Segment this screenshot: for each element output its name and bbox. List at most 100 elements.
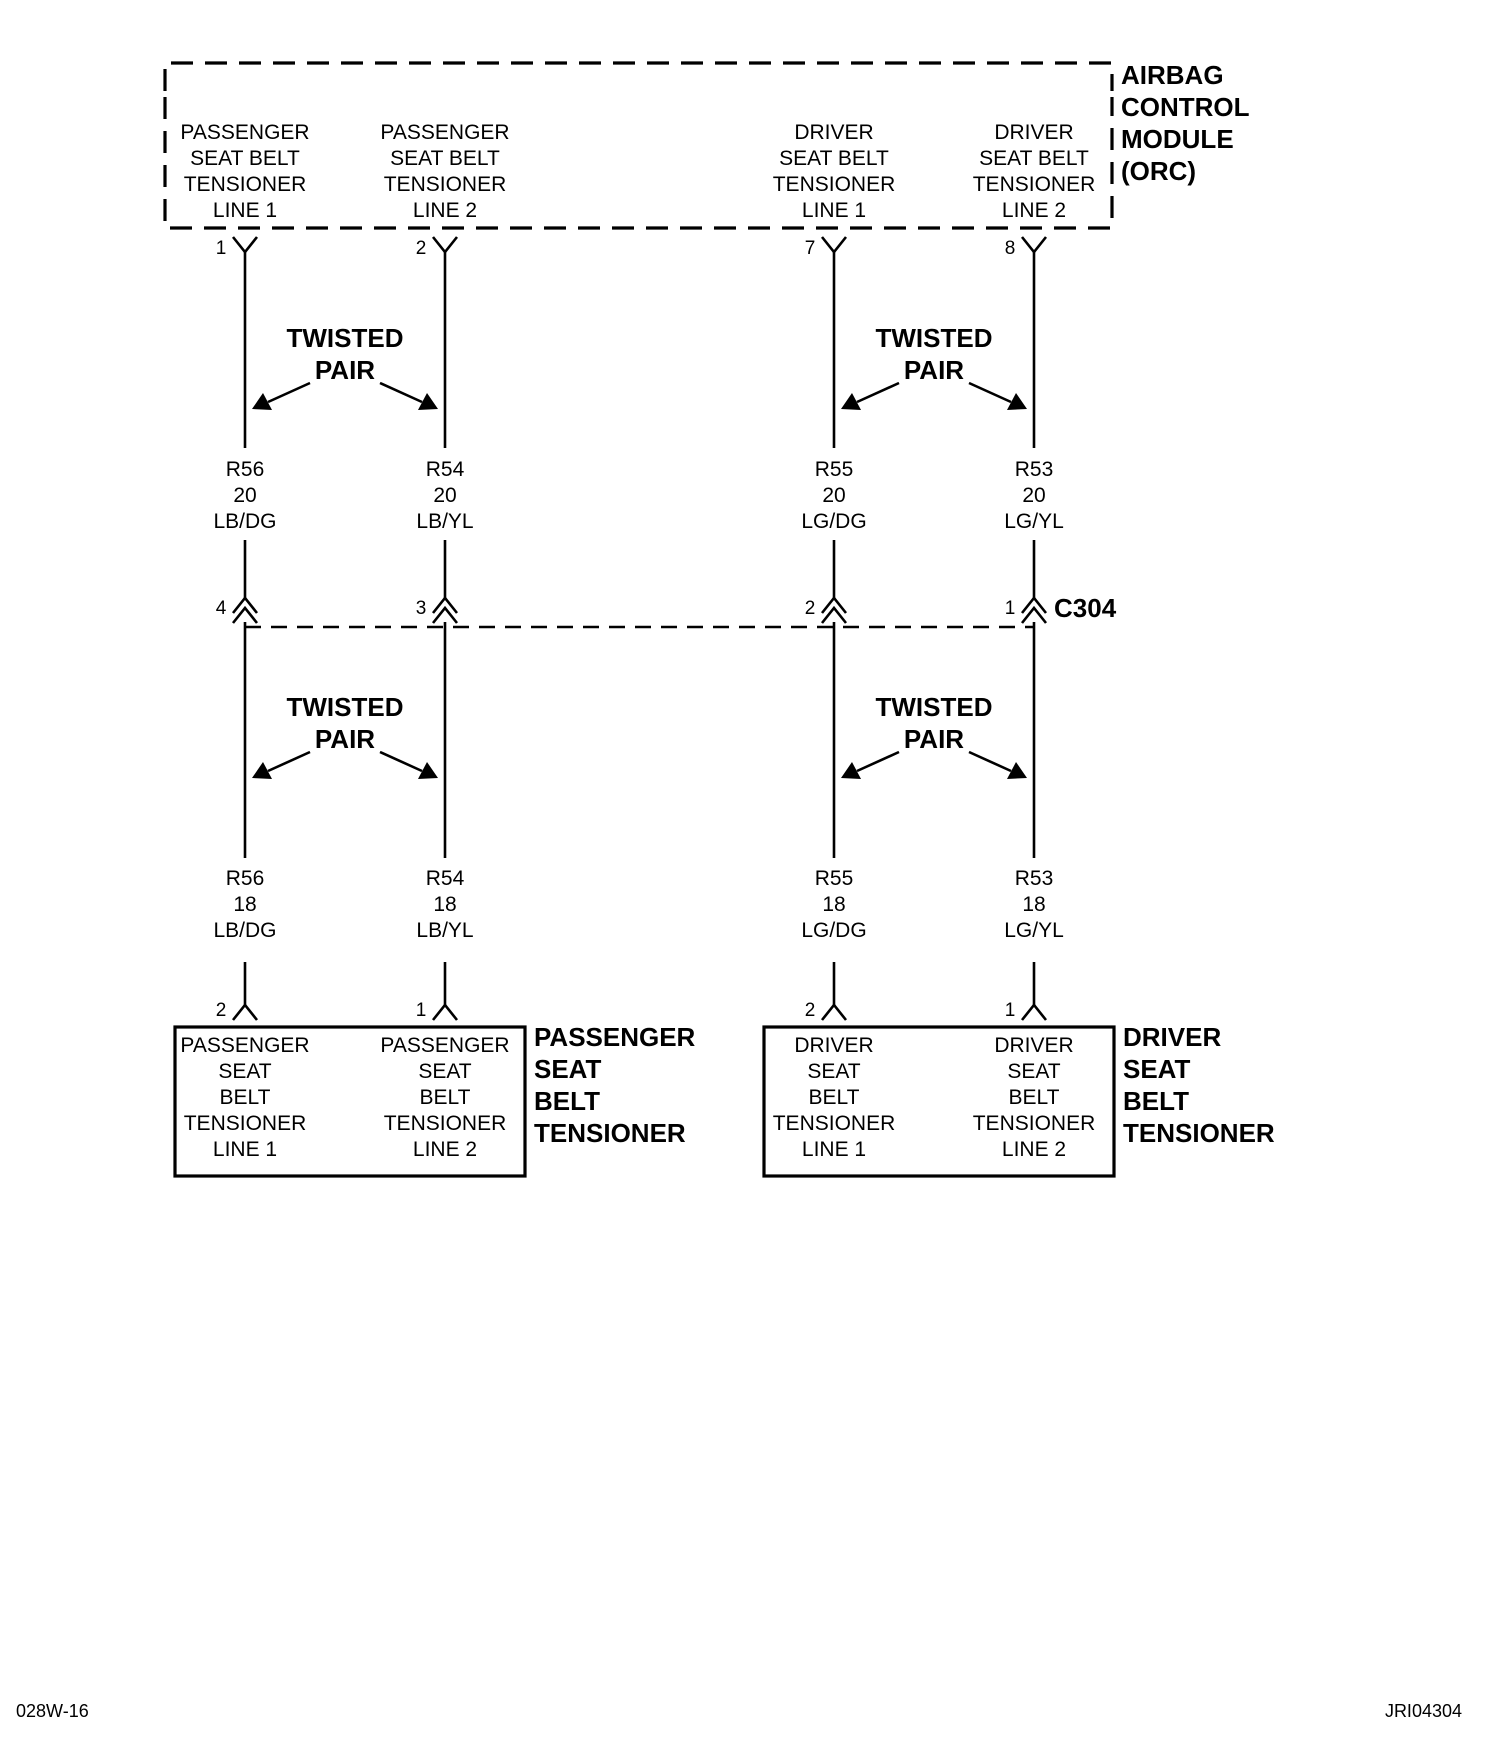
svg-text:SEAT: SEAT [807, 1060, 860, 1083]
svg-text:CONTROL: CONTROL [1121, 92, 1250, 122]
svg-text:TWISTED: TWISTED [876, 692, 993, 722]
module-pin-number: 1 [216, 238, 227, 259]
svg-text:SEAT BELT: SEAT BELT [390, 147, 500, 170]
device-terminal-fork [1020, 1002, 1048, 1021]
svg-text:20: 20 [822, 484, 845, 507]
twisted-pair-label-upper-driver: TWISTED PAIR [876, 323, 993, 385]
svg-text:TENSIONER: TENSIONER [973, 1112, 1096, 1135]
device-pin-number: 1 [416, 1000, 427, 1021]
connector-pin-number: 1 [1005, 598, 1016, 619]
connector-pin-number: 4 [216, 598, 227, 619]
figure-code-left: 028W-16 [16, 1701, 89, 1721]
svg-text:LINE 1: LINE 1 [213, 199, 277, 222]
module-pin-label-driver-line2: DRIVER SEAT BELT TENSIONER LINE 2 [973, 121, 1096, 222]
svg-text:LINE 2: LINE 2 [1002, 1138, 1066, 1161]
wire-label-r54-20: R54 20 LB/YL [416, 458, 473, 533]
svg-text:DRIVER: DRIVER [994, 1034, 1073, 1057]
svg-text:BELT: BELT [534, 1086, 600, 1116]
svg-text:20: 20 [433, 484, 456, 507]
svg-text:LG/DG: LG/DG [801, 510, 866, 533]
driver-seat-belt-tensioner-title: DRIVER SEAT BELT TENSIONER [1123, 1022, 1275, 1148]
twisted-pair-label-upper-passenger: TWISTED PAIR [287, 323, 404, 385]
svg-text:TENSIONER: TENSIONER [384, 173, 507, 196]
passenger-terminal-label-line1: PASSENGER SEAT BELT TENSIONER LINE 1 [180, 1034, 309, 1161]
svg-text:18: 18 [433, 893, 456, 916]
svg-text:TENSIONER: TENSIONER [773, 1112, 896, 1135]
svg-text:SEAT: SEAT [418, 1060, 471, 1083]
svg-text:SEAT: SEAT [218, 1060, 271, 1083]
connector-c304-pin-1 [1020, 595, 1048, 624]
svg-text:LG/YL: LG/YL [1004, 919, 1064, 942]
driver-terminal-label-line1: DRIVER SEAT BELT TENSIONER LINE 1 [773, 1034, 896, 1161]
connector-pin-number: 2 [805, 598, 816, 619]
passenger-seat-belt-tensioner-title: PASSENGER SEAT BELT TENSIONER [534, 1022, 696, 1148]
svg-text:MODULE: MODULE [1121, 124, 1234, 154]
module-outline-top [163, 61, 1114, 91]
svg-text:R54: R54 [426, 867, 465, 890]
passenger-seat-belt-tensioner-box [173, 1025, 527, 1178]
svg-text:LINE 2: LINE 2 [413, 1138, 477, 1161]
wire-label-r56-18: R56 18 LB/DG [213, 867, 276, 942]
module-pin-number: 7 [805, 238, 816, 259]
svg-text:R53: R53 [1015, 458, 1054, 481]
svg-text:LG/DG: LG/DG [801, 919, 866, 942]
svg-text:18: 18 [233, 893, 256, 916]
svg-text:SEAT: SEAT [1007, 1060, 1060, 1083]
svg-text:LG/YL: LG/YL [1004, 510, 1064, 533]
svg-text:SEAT: SEAT [1123, 1054, 1191, 1084]
svg-text:AIRBAG: AIRBAG [1121, 60, 1224, 90]
svg-text:TWISTED: TWISTED [287, 692, 404, 722]
svg-text:BELT: BELT [809, 1086, 860, 1109]
device-pin-number: 2 [805, 1000, 816, 1021]
passenger-terminal-label-line2: PASSENGER SEAT BELT TENSIONER LINE 2 [380, 1034, 509, 1161]
wire-label-r56-20: R56 20 LB/DG [213, 458, 276, 533]
connector-c304-pin-3 [431, 595, 459, 624]
module-terminal-7 [820, 236, 848, 255]
svg-text:PAIR: PAIR [315, 355, 375, 385]
wire-label-r53-20: R53 20 LG/YL [1004, 458, 1064, 533]
module-pin-number: 8 [1005, 238, 1016, 259]
svg-text:LINE 1: LINE 1 [802, 199, 866, 222]
svg-text:BELT: BELT [220, 1086, 271, 1109]
module-terminal-2 [431, 236, 459, 255]
svg-text:PASSENGER: PASSENGER [380, 1034, 509, 1057]
twisted-pair-label-lower-passenger: TWISTED PAIR [287, 692, 404, 754]
module-title: AIRBAG CONTROL MODULE (ORC) [1121, 60, 1250, 186]
svg-text:TENSIONER: TENSIONER [534, 1118, 686, 1148]
svg-text:20: 20 [233, 484, 256, 507]
svg-text:R56: R56 [226, 458, 265, 481]
device-pin-number: 1 [1005, 1000, 1016, 1021]
svg-text:LB/YL: LB/YL [416, 919, 473, 942]
svg-text:SEAT BELT: SEAT BELT [979, 147, 1089, 170]
svg-text:LB/DG: LB/DG [213, 919, 276, 942]
wire-label-r54-18: R54 18 LB/YL [416, 867, 473, 942]
svg-text:TENSIONER: TENSIONER [184, 1112, 307, 1135]
twisted-pair-arrows-upper-driver [841, 381, 1027, 410]
svg-text:BELT: BELT [420, 1086, 471, 1109]
svg-text:R56: R56 [226, 867, 265, 890]
svg-text:TENSIONER: TENSIONER [773, 173, 896, 196]
module-terminal-1 [231, 236, 259, 255]
device-pin-number: 2 [216, 1000, 227, 1021]
twisted-pair-arrows-lower-driver [841, 750, 1027, 779]
svg-text:R55: R55 [815, 458, 854, 481]
svg-text:TENSIONER: TENSIONER [184, 173, 307, 196]
svg-text:LB/DG: LB/DG [213, 510, 276, 533]
svg-text:18: 18 [822, 893, 845, 916]
module-pin-label-driver-line1: DRIVER SEAT BELT TENSIONER LINE 1 [773, 121, 896, 222]
svg-text:LINE 1: LINE 1 [802, 1138, 866, 1161]
connector-pin-number: 3 [416, 598, 427, 619]
svg-text:DRIVER: DRIVER [794, 1034, 873, 1057]
driver-seat-belt-tensioner-box [762, 1025, 1116, 1178]
driver-terminal-label-line2: DRIVER SEAT BELT TENSIONER LINE 2 [973, 1034, 1096, 1161]
svg-text:TWISTED: TWISTED [876, 323, 993, 353]
connector-c304-pin-2 [820, 595, 848, 624]
svg-text:SEAT: SEAT [534, 1054, 602, 1084]
wire-label-r55-18: R55 18 LG/DG [801, 867, 866, 942]
device-terminal-fork [231, 1002, 259, 1021]
svg-text:BELT: BELT [1009, 1086, 1060, 1109]
module-pin-label-passenger-line1: PASSENGER SEAT BELT TENSIONER LINE 1 [180, 121, 309, 222]
twisted-pair-label-lower-driver: TWISTED PAIR [876, 692, 993, 754]
